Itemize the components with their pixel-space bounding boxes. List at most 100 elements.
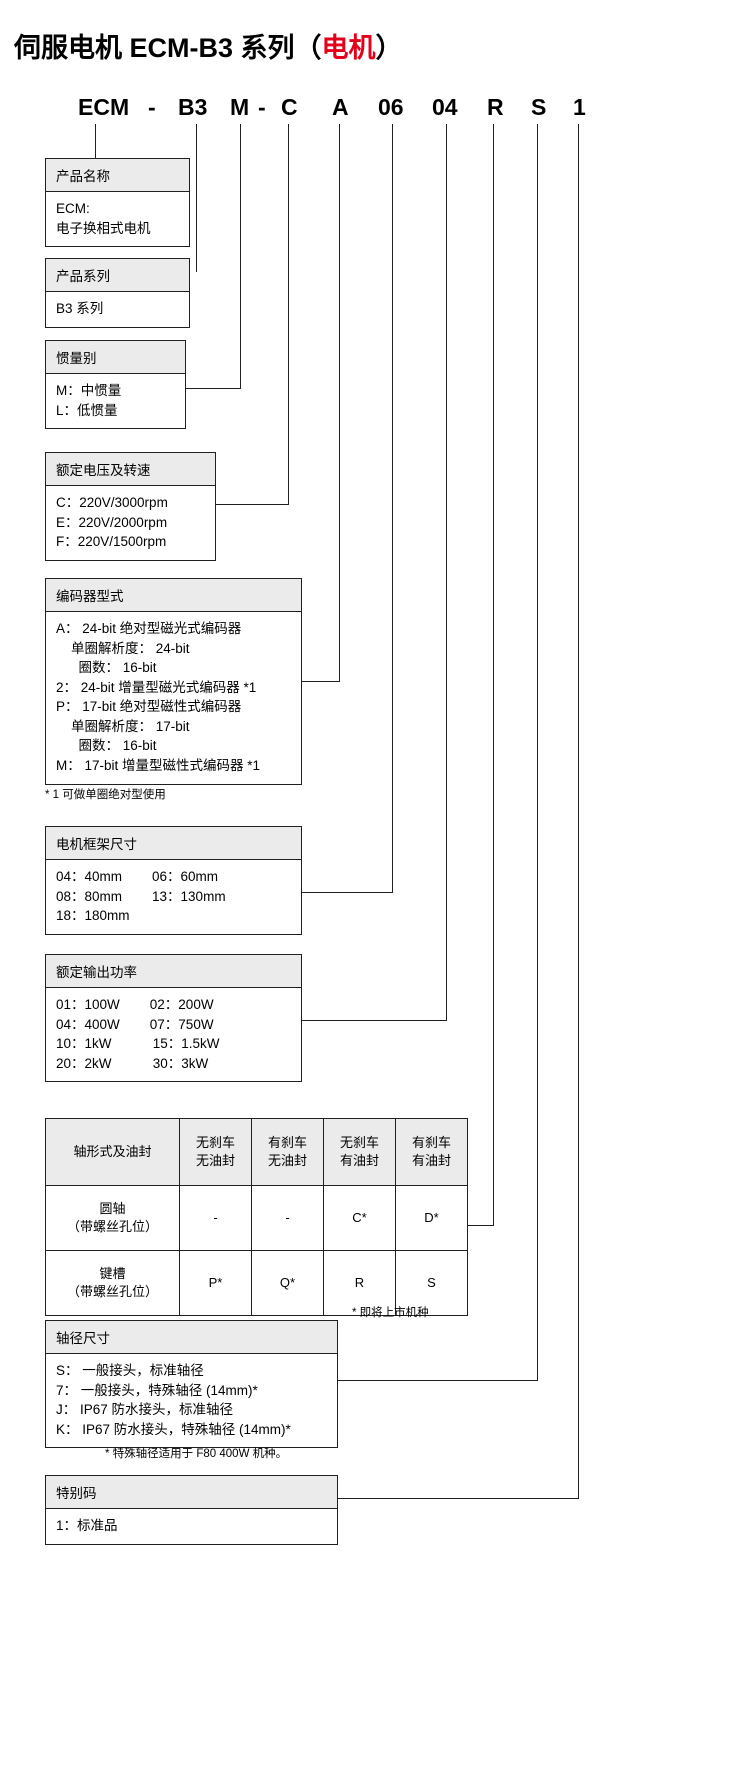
connector-1-h — [338, 1498, 579, 1499]
shaft-table-col-3: 无刹车 有油封 — [323, 1118, 396, 1186]
block-encoder-header: 编码器型式 — [46, 579, 301, 612]
shaft-table-corner: 轴形式及油封 — [45, 1118, 180, 1186]
block-voltage-speed: 额定电压及转速 C：220V/3000rpm E：220V/2000rpm F：… — [45, 452, 216, 561]
model-code-row: ECM - B3 M - C A 06 04 R S 1 — [0, 94, 750, 124]
encoder-line-6: 单圈解析度： 17-bit — [56, 718, 190, 734]
connector-06-v — [392, 124, 393, 892]
table-row: 键槽 （带螺丝孔位） P* Q* R S — [45, 1250, 468, 1316]
shaft-round-nobrake-seal: C* — [323, 1185, 396, 1251]
page-title-paren-open: （ — [294, 33, 322, 63]
block-special-code-header: 特别码 — [46, 1476, 337, 1509]
block-voltage-speed-header: 额定电压及转速 — [46, 453, 215, 486]
connector-r-v — [493, 124, 494, 1225]
table-row: 圆轴 （带螺丝孔位） - - C* D* — [45, 1185, 468, 1251]
table-header-row: 轴形式及油封 无刹车 无油封 有刹车 无油封 无刹车 有油封 有刹车 有油封 — [45, 1118, 468, 1186]
connector-04-v — [446, 124, 447, 1020]
col4-line: 有刹车 有油封 — [411, 1135, 451, 1168]
encoder-line-8: M： 17-bit 增量型磁性式编码器 *1 — [56, 757, 261, 773]
col1-line: 无刹车 无油封 — [195, 1135, 235, 1168]
shaft-round-brake-seal: D* — [395, 1185, 468, 1251]
encoder-line-3: 圈数： 16-bit — [56, 660, 157, 676]
shaft-diameter-line-4: K： IP67 防水接头，特殊轴径 (14mm)* — [56, 1421, 291, 1437]
block-rated-power: 额定输出功率 01：100W 02：200W 04：400W 07：750W 1… — [45, 954, 302, 1083]
shaft-round-brake-noseal: - — [251, 1185, 324, 1251]
page-title: 伺服电机 ECM-B3 系列（电机） — [14, 26, 403, 65]
shaft-diameter-line-1: S： 一般接头，标准轴径 — [56, 1363, 204, 1378]
code-segment-r: R — [487, 94, 504, 120]
shaft-diameter-footnote: * 特殊轴径适用于 F80 400W 机种。 — [105, 1448, 288, 1460]
shaft-table-col-2: 有刹车 无油封 — [251, 1118, 324, 1186]
block-rated-power-body: 01：100W 02：200W 04：400W 07：750W 10：1kW 1… — [56, 997, 220, 1071]
block-product-name-body: ECM: 电子换相式电机 — [56, 201, 151, 236]
block-encoder-body: A： 24-bit 绝对型磁光式编码器 单圈解析度： 24-bit 圈数： 16… — [46, 612, 301, 784]
connector-m-h — [186, 388, 241, 389]
encoder-line-7: 圈数： 16-bit — [56, 738, 157, 754]
code-segment-s: S — [531, 94, 547, 120]
connector-04-h — [302, 1020, 447, 1021]
block-frame-size: 电机框架尺寸 04：40mm 06：60mm 08：80mm 13：130mm … — [45, 826, 302, 935]
connector-c-h — [216, 504, 289, 505]
keyway-label-text: 键槽 （带螺丝孔位） — [66, 1266, 158, 1299]
code-segment-m: M — [230, 94, 250, 120]
code-segment-04: 04 — [432, 94, 458, 120]
connector-c-v — [288, 124, 289, 504]
page-title-main: 伺服电机 ECM-B3 系列 — [14, 33, 295, 63]
block-inertia-header: 惯量别 — [46, 341, 185, 374]
encoder-line-2: 单圈解析度： 24-bit — [56, 640, 190, 656]
block-frame-size-body: 04：40mm 06：60mm 08：80mm 13：130mm 18：180m… — [56, 869, 226, 924]
block-shaft-diameter-body: S： 一般接头，标准轴径 7： 一般接头，特殊轴径 (14mm)* J： IP6… — [46, 1354, 337, 1447]
round-label-text: 圆轴 （带螺丝孔位） — [66, 1201, 158, 1234]
block-product-series: 产品系列 B3 系列 — [45, 258, 190, 328]
code-separator-1: - — [148, 94, 156, 120]
code-segment-b3: B3 — [178, 94, 208, 120]
code-segment-c: C — [281, 94, 298, 120]
block-special-code-body: 1：标准品 — [56, 1518, 118, 1533]
code-segment-06: 06 — [378, 94, 404, 120]
shaft-keyway-brake-seal: S — [395, 1250, 468, 1316]
shaft-keyway-nobrake-seal: R — [323, 1250, 396, 1316]
connector-m-v — [240, 124, 241, 388]
block-shaft-diameter-header: 轴径尺寸 — [46, 1321, 337, 1354]
code-segment-1: 1 — [573, 94, 586, 120]
connector-a-v — [339, 124, 340, 681]
shaft-round-nobrake-noseal: - — [179, 1185, 252, 1251]
encoder-line-5: P： 17-bit 绝对型磁性式编码器 — [56, 699, 242, 715]
shaft-diameter-line-2: 7： 一般接头，特殊轴径 (14mm)* — [56, 1382, 258, 1398]
block-product-name: 产品名称 ECM: 电子换相式电机 — [45, 158, 190, 248]
shaft-table-col-1: 无刹车 无油封 — [179, 1118, 252, 1186]
connector-s-h — [338, 1380, 538, 1381]
block-encoder: 编码器型式 A： 24-bit 绝对型磁光式编码器 单圈解析度： 24-bit … — [45, 578, 302, 785]
col2-line: 有刹车 无油封 — [267, 1135, 307, 1168]
encoder-line-1: A： 24-bit 绝对型磁光式编码器 — [56, 621, 242, 636]
connector-a-h — [302, 681, 340, 682]
code-segment-a: A — [332, 94, 349, 120]
block-rated-power-header: 额定输出功率 — [46, 955, 301, 988]
block-inertia-body: M：中惯量 L：低惯量 — [56, 383, 122, 418]
shaft-type-table: 轴形式及油封 无刹车 无油封 有刹车 无油封 无刹车 有油封 有刹车 有油封 圆… — [45, 1118, 468, 1316]
shaft-row-round-label: 圆轴 （带螺丝孔位） — [45, 1185, 180, 1251]
connector-r-h — [452, 1225, 494, 1226]
connector-b3 — [196, 124, 197, 272]
block-product-series-header: 产品系列 — [46, 259, 189, 292]
encoder-footnote: * 1 可做单圈绝对型使用 — [45, 789, 166, 801]
connector-1-v — [578, 124, 579, 1498]
shaft-diameter-line-3: J： IP67 防水接头，标准轴径 — [56, 1402, 234, 1418]
shaft-table-col-4: 有刹车 有油封 — [395, 1118, 468, 1186]
connector-ecm — [95, 124, 96, 158]
block-shaft-diameter: 轴径尺寸 S： 一般接头，标准轴径 7： 一般接头，特殊轴径 (14mm)* J… — [45, 1320, 338, 1449]
page-title-paren-close: ） — [375, 33, 403, 63]
col3-line: 无刹车 有油封 — [339, 1135, 379, 1168]
shaft-row-keyway-label: 键槽 （带螺丝孔位） — [45, 1250, 180, 1316]
block-frame-size-header: 电机框架尺寸 — [46, 827, 301, 860]
code-separator-2: - — [258, 94, 266, 120]
block-voltage-speed-body: C：220V/3000rpm E：220V/2000rpm F：220V/150… — [56, 495, 168, 550]
shaft-keyway-nobrake-noseal: P* — [179, 1250, 252, 1316]
shaft-keyway-brake-noseal: Q* — [251, 1250, 324, 1316]
connector-06-h — [302, 892, 393, 893]
encoder-line-4: 2： 24-bit 增量型磁光式编码器 *1 — [56, 679, 257, 695]
code-segment-ecm: ECM — [78, 94, 130, 120]
shaft-type-footnote: * 即将上市机种 — [352, 1307, 429, 1319]
page-title-red: 电机 — [321, 33, 376, 63]
block-inertia: 惯量别 M：中惯量 L：低惯量 — [45, 340, 186, 430]
block-product-name-header: 产品名称 — [46, 159, 189, 192]
